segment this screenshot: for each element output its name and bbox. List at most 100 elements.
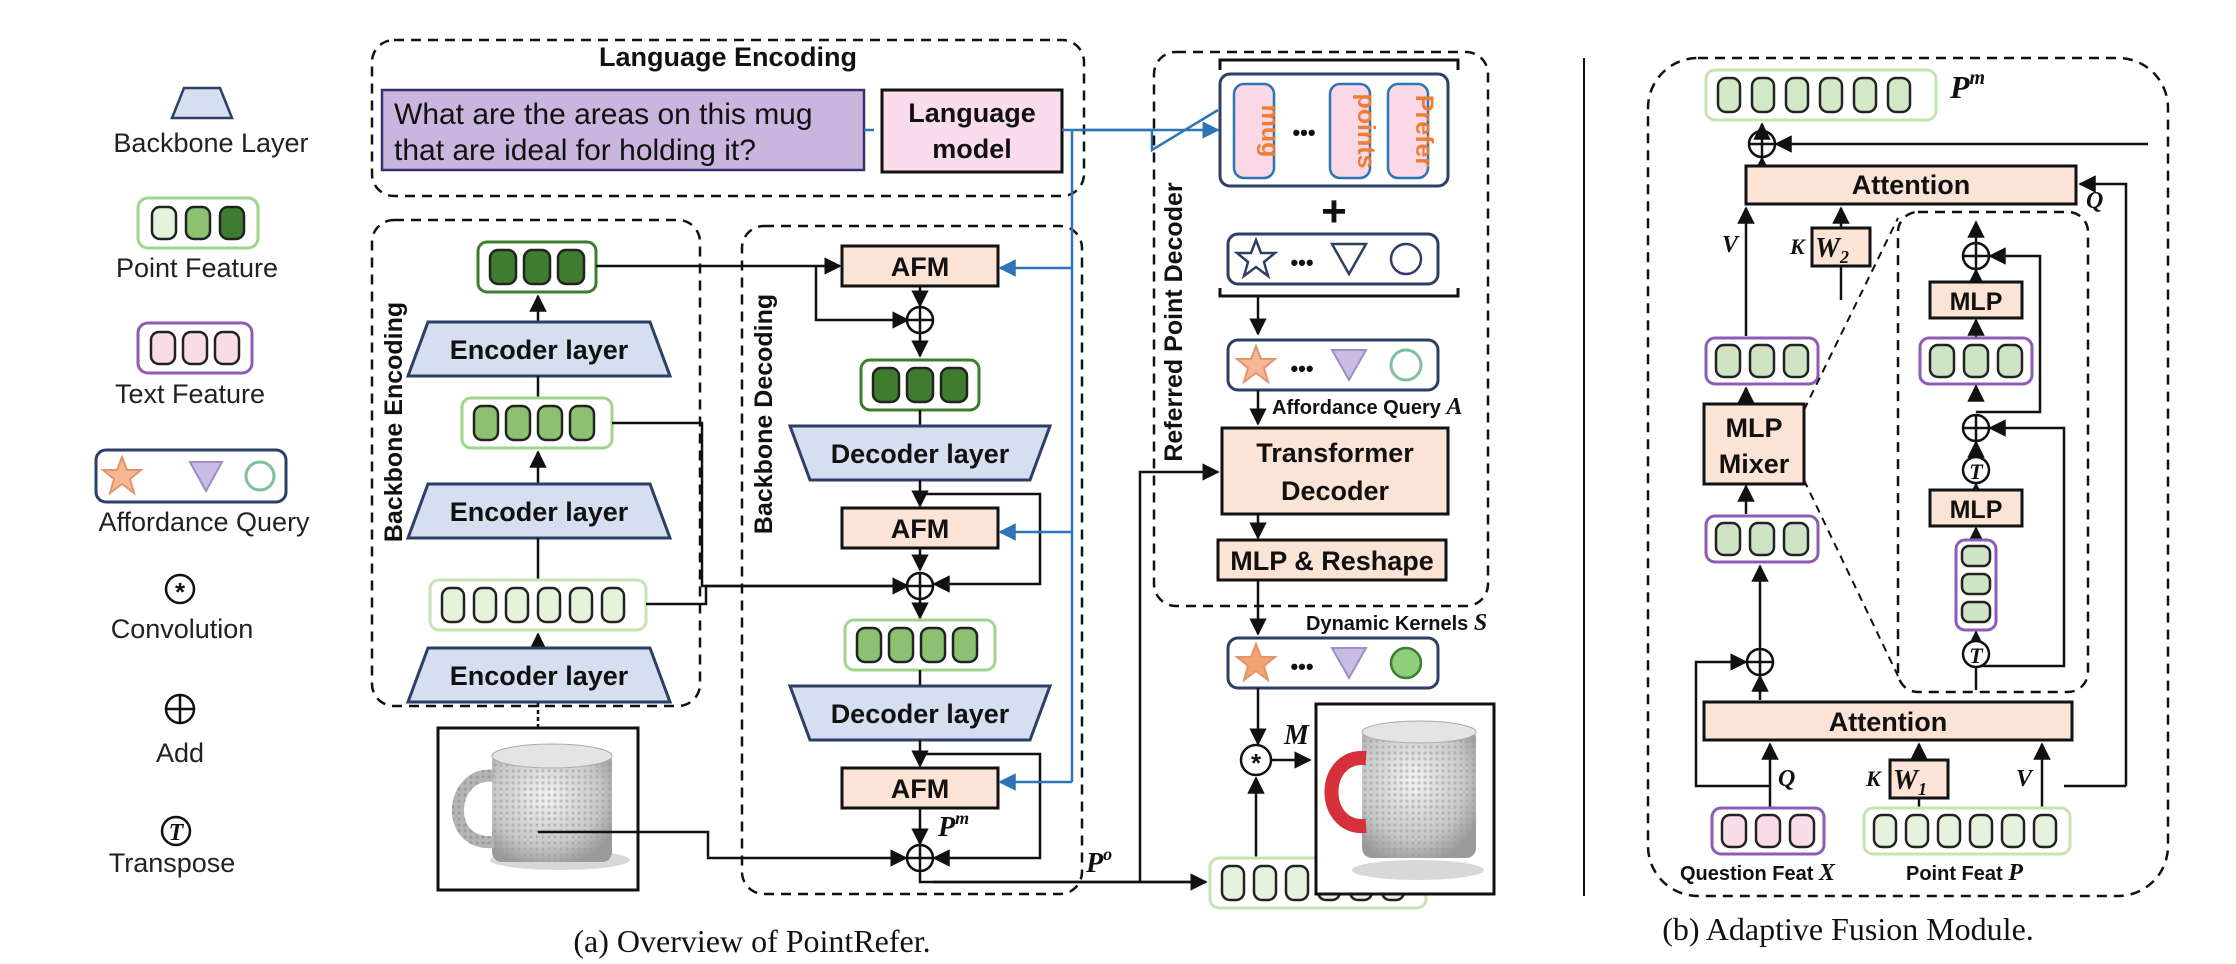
legend-affordance-label: Affordance Query xyxy=(98,507,310,537)
encoder-layer-3-label: Encoder layer xyxy=(450,335,629,365)
legend-transpose-label: Transpose xyxy=(109,848,236,878)
dynamic-kernels-box xyxy=(1226,636,1440,690)
backbone-encoding-region xyxy=(370,218,702,708)
tokens-dots: ••• xyxy=(1292,120,1315,145)
afm-attention-top xyxy=(1744,164,2078,206)
legend-convolution-label: Convolution xyxy=(111,614,254,644)
afm-attention-bottom-label: Attention xyxy=(1829,707,1947,737)
add-icon xyxy=(164,693,196,725)
encoder-layer-2 xyxy=(405,482,673,540)
affordance-query-icon xyxy=(94,448,288,504)
mixer-transpose-2-symbol: T xyxy=(1969,643,1984,668)
afm-pm-label: Pm xyxy=(1949,67,1985,105)
encoder-layer-3 xyxy=(405,320,673,378)
token-prefer-label: Prefer xyxy=(1410,95,1438,168)
overview-caption: (a) Overview of PointRefer. xyxy=(573,923,930,959)
question-box xyxy=(380,88,866,172)
mixer-transpose-2 xyxy=(1961,639,1991,669)
legend-add-label: Add xyxy=(156,738,204,768)
legend-backbone-label: Backbone Layer xyxy=(113,128,308,158)
legend-point-feature-label: Point Feature xyxy=(116,253,278,283)
encoder-layer-1 xyxy=(405,646,673,704)
affordance-query-caption: Affordance Query A xyxy=(1272,394,1463,420)
decoder-layer-2 xyxy=(787,684,1053,742)
output-mug-point-cloud xyxy=(1324,720,1484,880)
afm-v-bottom: V xyxy=(2016,766,2034,792)
afm-block-1 xyxy=(840,244,1000,288)
afm-3-label: AFM xyxy=(891,774,949,804)
referred-point-decoder-title: Referred Point Decoder xyxy=(1160,182,1188,462)
affordance-query-box xyxy=(1226,338,1440,392)
afm-block-3 xyxy=(840,766,1000,810)
language-encoding-region xyxy=(370,38,1086,198)
m-label: M xyxy=(1283,720,1310,751)
decoder-layer-2-label: Decoder layer xyxy=(831,699,1010,729)
overview-panel: Language Encoding What are the areas on … xyxy=(370,38,1496,959)
convolution-symbol: * xyxy=(175,577,186,607)
encoder-layer-1-label: Encoder layer xyxy=(450,661,629,691)
decoder-layer-1-label: Decoder layer xyxy=(831,439,1010,469)
token-mug xyxy=(1232,82,1276,180)
language-model-line1: Language xyxy=(908,98,1036,128)
query-dots: ••• xyxy=(1290,250,1313,275)
transpose-icon xyxy=(160,815,192,847)
afm-q-top: Q xyxy=(2086,188,2103,214)
convolution-node-symbol: * xyxy=(1251,748,1262,778)
afm-1-label: AFM xyxy=(891,252,949,282)
token-points-label: points xyxy=(1352,94,1380,169)
query-box xyxy=(1226,232,1440,286)
transformer-line2: Decoder xyxy=(1281,476,1390,506)
token-prefer xyxy=(1386,82,1430,180)
add-node-3 xyxy=(905,843,935,873)
mlp-reshape-block xyxy=(1216,538,1448,582)
mixer-add-mid xyxy=(1961,413,1991,443)
mixer-mlp-bottom xyxy=(1928,488,2024,528)
mlp-reshape-label: MLP & Reshape xyxy=(1230,546,1434,576)
mixer-mlp-top-label: MLP xyxy=(1950,288,2003,316)
afm-v-top: V xyxy=(1722,232,1740,258)
affordance-dots: ••• xyxy=(1290,356,1313,381)
question-line2: that are ideal for holding it? xyxy=(394,134,756,167)
encoder-layer-2-label: Encoder layer xyxy=(450,497,629,527)
backbone-layer-icon xyxy=(170,86,234,120)
afm-caption: (b) Adaptive Fusion Module. xyxy=(1662,911,2034,947)
afm-2-label: AFM xyxy=(891,514,949,544)
afm-add-bottom xyxy=(1745,647,1775,677)
afm-k-bottom: K xyxy=(1865,766,1882,791)
mlp-mixer-line2: Mixer xyxy=(1719,449,1790,479)
language-model-line2: model xyxy=(932,134,1012,164)
point-feat-label: Point Feat P xyxy=(1906,860,2023,886)
mlp-mixer-zoom-region xyxy=(1896,210,2090,694)
afm-region xyxy=(1646,56,2170,898)
mixer-transpose-1-symbol: T xyxy=(1969,459,1984,484)
question-feat-label: Question Feat X xyxy=(1680,860,1836,886)
legend-text-feature-label: Text Feature xyxy=(115,379,265,409)
pm-label: Pm xyxy=(937,808,969,843)
transformer-line1: Transformer xyxy=(1256,438,1414,468)
mlp-mixer-line1: MLP xyxy=(1726,413,1783,443)
dynamic-kernels-caption: Dynamic Kernels S xyxy=(1306,610,1487,636)
afm-detail-panel: Pm Attention Q V W2 K MLP Mixer xyxy=(1646,56,2170,947)
convolution-icon xyxy=(164,573,196,605)
mlp-mixer-block xyxy=(1702,402,1806,486)
afm-attention-top-label: Attention xyxy=(1852,170,1970,200)
afm-add-top xyxy=(1747,129,1777,159)
decoder-layer-1 xyxy=(787,424,1053,482)
mixer-mlp-top xyxy=(1928,280,2024,320)
convolution-node xyxy=(1239,743,1273,777)
afm-q-bottom: Q xyxy=(1778,766,1795,792)
legend: Backbone Layer Point Feature Text Featur… xyxy=(94,86,310,878)
question-line1: What are the areas on this mug xyxy=(394,98,813,131)
backbone-decoding-title: Backbone Decoding xyxy=(750,294,778,534)
transpose-symbol: T xyxy=(169,820,185,846)
mixer-add-top xyxy=(1961,241,1991,271)
mug-point-cloud xyxy=(452,743,630,870)
token-mug-label: mug xyxy=(1256,105,1284,158)
w1-label: W1 xyxy=(1893,765,1927,799)
po-label: Po xyxy=(1085,844,1112,879)
afm-attention-bottom xyxy=(1702,700,2074,742)
add-node-2 xyxy=(905,571,935,601)
mixer-mlp-bottom-label: MLP xyxy=(1950,496,2003,524)
backbone-encoding-title: Backbone Encoding xyxy=(380,302,408,542)
add-node-1 xyxy=(905,305,935,335)
